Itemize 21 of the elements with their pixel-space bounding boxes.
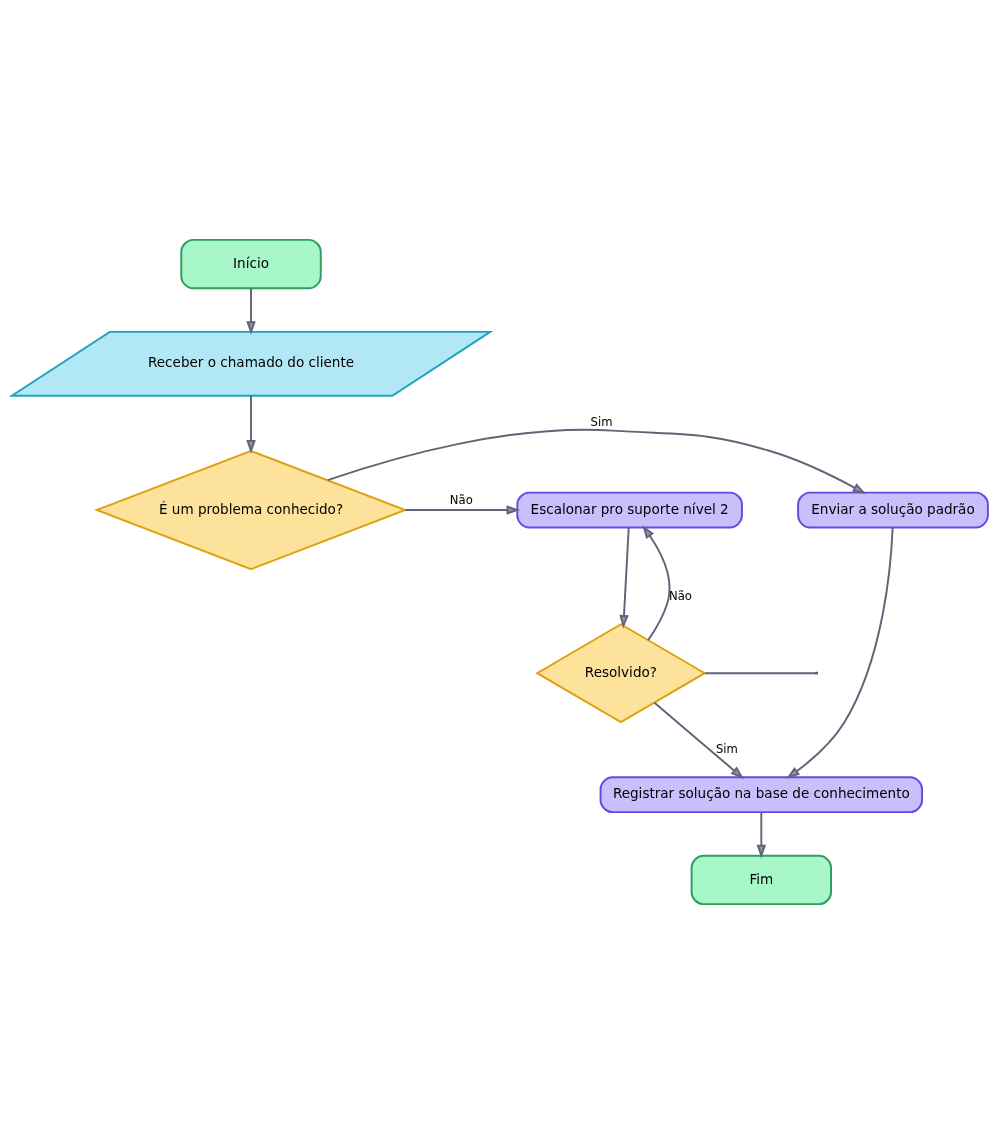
arrow	[404, 504, 521, 515]
node-box: Enviar a solução padrão	[797, 491, 989, 528]
arrow	[619, 526, 630, 629]
arrow	[642, 524, 671, 641]
edge-label: Sim	[715, 741, 738, 756]
arrow	[246, 287, 256, 335]
connector	[704, 671, 818, 674]
node-box: Fim	[690, 854, 832, 905]
arrow	[326, 428, 867, 494]
edge-label: Não	[449, 492, 473, 507]
arrow	[653, 701, 745, 779]
node-diamond: Resolvido?	[535, 622, 707, 723]
node-box: Registrar solução na base de conhecimento	[599, 775, 924, 813]
arrow	[246, 394, 256, 454]
node-diamond: É um problema conhecido?	[94, 449, 408, 570]
node-box: Escalonar pro suporte nível 2	[516, 491, 743, 528]
arrow	[756, 811, 767, 858]
arrow	[786, 526, 894, 779]
edge-label: Não	[669, 588, 692, 603]
node-box: Início	[180, 238, 322, 289]
edge-label: Sim	[590, 414, 613, 429]
